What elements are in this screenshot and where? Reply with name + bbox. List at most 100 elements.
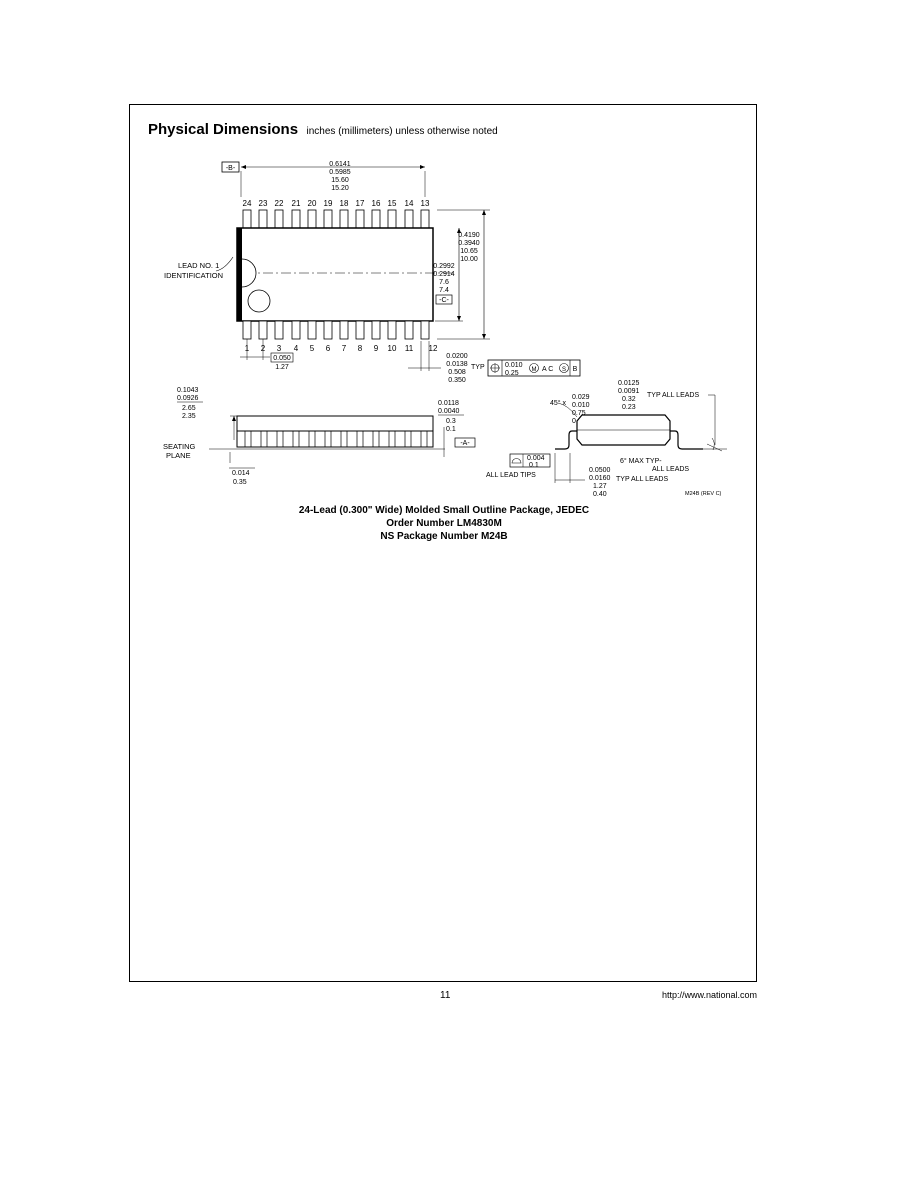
foot-dim-1: 0.0500 — [589, 467, 611, 474]
lead — [258, 320, 268, 340]
pin-label: 24 — [243, 199, 252, 208]
pin-label: 23 — [259, 199, 268, 208]
pin-label: 16 — [372, 199, 381, 208]
datum-b-ref: B — [573, 366, 578, 373]
left-gull-lead — [555, 430, 577, 450]
page-subtitle: inches (millimeters) unless otherwise no… — [306, 126, 498, 137]
title-line: Physical Dimensions inches (millimeters)… — [148, 121, 498, 139]
side-body — [236, 415, 434, 432]
body-edge — [237, 228, 242, 321]
side-leads — [244, 431, 428, 447]
package-drawing: -B- 0.6141 0.5985 15.60 15.20 24 23 22 2… — [163, 161, 727, 498]
right-gull-lead — [670, 430, 703, 450]
foot-dim-4: 0.40 — [593, 491, 607, 498]
lead — [371, 320, 381, 340]
lead — [387, 320, 397, 340]
chamfer-dim-1: 0.029 — [572, 394, 590, 401]
end-view: 0.029 45° x 0.010 0.75 0.25 0.0125 0.009… — [486, 380, 727, 498]
lead — [242, 209, 252, 229]
pin-label: 4 — [294, 344, 299, 353]
all-lead-tips-label: ALL LEAD TIPS — [486, 472, 536, 479]
caption-line-1: 24-Lead (0.300" Wide) Molded Small Outli… — [298, 505, 590, 516]
lead — [307, 209, 317, 229]
pin-label: 12 — [429, 344, 438, 353]
pin-label: 3 — [277, 344, 282, 353]
lead — [355, 320, 365, 340]
standoff-dim-3: 0.3 — [446, 418, 456, 425]
profile-icon — [511, 458, 522, 464]
top-leads — [242, 209, 430, 229]
pin-label: 7 — [342, 344, 347, 353]
footer-url[interactable]: http://www.national.com — [661, 990, 757, 1000]
body-width-dim-4: 7.4 — [439, 287, 449, 294]
tolerance-value-1: 0.010 — [505, 362, 523, 369]
lead — [323, 209, 333, 229]
coplanarity-2: 0.1 — [529, 462, 539, 469]
coplanarity-1: 0.004 — [527, 455, 545, 462]
lead — [420, 209, 430, 229]
lead-id-label-1: LEAD NO. 1 — [178, 261, 219, 270]
angle-note-2: ALL LEADS — [652, 466, 689, 473]
length-dim-1: 0.6141 — [329, 161, 351, 168]
pin-label: 1 — [245, 344, 250, 353]
pin-label: 13 — [421, 199, 430, 208]
pin-label: 18 — [340, 199, 349, 208]
lead — [274, 320, 284, 340]
side-view: 0.1043 0.0926 2.65 2.35 — [163, 387, 476, 486]
body-width-dim-1: 0.2992 — [433, 263, 455, 270]
rfs-circle-icon — [559, 363, 569, 373]
pin-label: 2 — [261, 344, 266, 353]
datum-a-label: -A- — [460, 440, 470, 447]
arrow — [241, 165, 246, 169]
length-dim-3: 15.60 — [331, 177, 349, 184]
width-dim-2: 0.3940 — [458, 240, 480, 247]
datum-a-box — [454, 437, 476, 448]
pitch-dim-2: 1.27 — [275, 364, 289, 371]
lead — [307, 320, 317, 340]
page-title: Physical Dimensions — [148, 121, 299, 138]
pin-label: 19 — [324, 199, 333, 208]
standoff-dim-1: 0.0118 — [438, 400, 459, 407]
caption-line-2: Order Number LM4830M — [386, 518, 502, 529]
arrow — [420, 165, 425, 169]
pitch-box — [270, 352, 294, 363]
typ-label: TYP — [471, 364, 485, 371]
length-dim-2: 0.5985 — [329, 169, 351, 176]
caption-line-3: NS Package Number M24B — [380, 531, 508, 542]
typ-all-leads-label: TYP ALL LEADS — [647, 392, 699, 399]
min-dim-2: 0.35 — [233, 479, 247, 486]
lead — [420, 320, 430, 340]
width-dim-3: 10.65 — [460, 248, 478, 255]
lead — [258, 209, 268, 229]
angle-line — [706, 443, 723, 452]
lead-width-dim-3: 0.508 — [448, 369, 466, 376]
pin-label: 21 — [292, 199, 301, 208]
package-body — [236, 227, 434, 322]
standoff-dim-4: 0.1 — [446, 426, 456, 433]
arrow — [482, 210, 486, 215]
arrow — [482, 334, 486, 339]
lead — [291, 320, 301, 340]
thickness-dim-3: 0.32 — [622, 396, 636, 403]
width-dim-1: 0.4190 — [458, 232, 480, 239]
lead-id-leader — [215, 256, 234, 272]
lead — [291, 209, 301, 229]
chamfer-leader — [557, 402, 578, 418]
height-dim-3: 2.65 — [182, 405, 196, 412]
thickness-dim-1: 0.0125 — [618, 380, 640, 387]
body-width-dim-2: 0.2914 — [433, 271, 455, 278]
side-body-lower — [236, 430, 434, 448]
datum-b-label: -B- — [226, 165, 236, 172]
foot-dim-3: 1.27 — [593, 483, 607, 490]
height-dim-4: 2.35 — [182, 413, 196, 420]
datum-c-label: -C- — [439, 297, 449, 304]
pin-label: 14 — [405, 199, 414, 208]
pitch-dim-1: 0.050 — [273, 355, 291, 362]
lead — [339, 209, 349, 229]
pin-label: 10 — [388, 344, 397, 353]
lead — [355, 209, 365, 229]
arrow — [232, 416, 236, 421]
thickness-dim-2: 0.0091 — [618, 388, 640, 395]
chamfer-dim-2: 0.010 — [572, 402, 590, 409]
pin-label: 20 — [308, 199, 317, 208]
